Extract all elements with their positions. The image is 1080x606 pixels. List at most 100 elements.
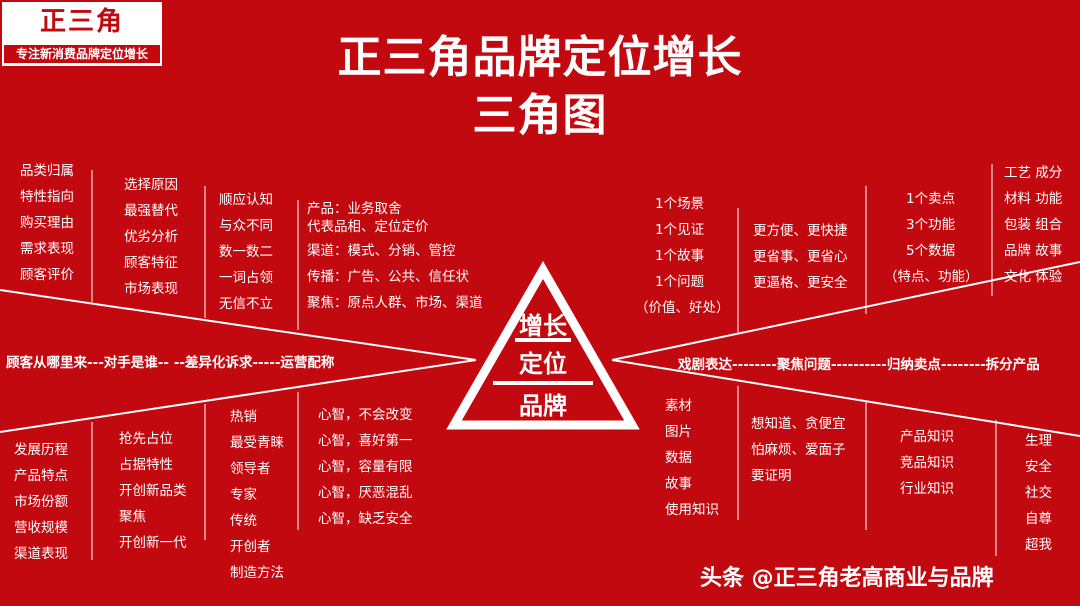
list-item: 更省事、更省心 — [753, 249, 848, 265]
list-item: 心智，容量有限 — [318, 459, 413, 475]
list-item: 传播：广告、公共、信任状 — [307, 269, 469, 285]
list-item: 怕麻烦、爱面子 — [751, 442, 846, 458]
list-item: 占据特性 — [119, 457, 173, 473]
list-item: 市场份额 — [14, 494, 68, 510]
ur-col-product-split: 工艺 成分 材料 功能 包装 组合 品牌 故事 文化 体验 — [1004, 160, 1062, 290]
list-item: 顾客评价 — [20, 267, 74, 283]
list-item: 发展历程 — [14, 442, 68, 458]
list-item: 市场表现 — [124, 281, 178, 297]
list-item: 顾客特征 — [124, 255, 178, 271]
pyramid-label-growth: 增长 — [519, 312, 567, 340]
right-axis-label: 戏剧表达--------聚焦问题----------归纳卖点--------拆分… — [678, 357, 1040, 373]
logo-tagline: 专注新消费品牌定位增长 — [4, 45, 160, 63]
lr-col-dramatic-expression: 素材 图片 数据 故事 使用知识 — [665, 393, 719, 523]
list-item: 专家 — [230, 487, 257, 503]
right-wedge-lower-line — [611, 359, 1080, 437]
list-item: 领导者 — [230, 461, 271, 477]
list-item: 材料 功能 — [1004, 191, 1063, 207]
list-item: 心智，喜好第一 — [318, 433, 413, 449]
page-title-line-1: 正三角品牌定位增长 — [337, 32, 743, 83]
list-item: 更方便、更快捷 — [753, 223, 848, 239]
list-item: 自尊 — [1025, 511, 1052, 527]
list-item: 产品知识 — [900, 429, 954, 445]
list-item: 数一数二 — [219, 244, 273, 260]
list-item: 需求表现 — [20, 241, 74, 257]
ur-col-dramatic-expression: 1个场景 1个见证 1个故事 1个问题 （价值、好处） — [635, 191, 730, 321]
ul-col-customer-origin: 品类归属 特性指向 购买理由 需求表现 顾客评价 — [20, 158, 74, 288]
ll-col-customer-origin: 发展历程 产品特点 市场份额 营收规模 渠道表现 — [14, 437, 68, 567]
list-item: 行业知识 — [900, 481, 954, 497]
list-item: 要证明 — [751, 468, 792, 484]
ul-col-competitor: 选择原因 最强替代 优劣分析 顾客特征 市场表现 — [124, 172, 178, 302]
pyramid-label-brand: 品牌 — [519, 392, 567, 420]
ul-col-differentiation: 顺应认知 与众不同 数一数二 一词占领 无信不立 — [219, 187, 273, 317]
list-item: （特点、功能） — [884, 269, 979, 285]
pyramid-outline — [446, 260, 640, 430]
list-item: 最强替代 — [124, 203, 178, 219]
list-item: 开创者 — [230, 539, 271, 555]
list-item: 竞品知识 — [900, 455, 954, 471]
list-item: 1个卖点 — [906, 191, 956, 207]
list-item: （价值、好处） — [635, 300, 730, 316]
ur-col-selling-points: 1个卖点 3个功能 5个数据 （特点、功能） — [884, 186, 979, 290]
left-wedge-upper-line — [0, 289, 477, 361]
page-title-line-2: 三角图 — [472, 90, 608, 141]
list-item: 1个见证 — [655, 222, 705, 238]
ll-col-competitor: 抢先占位 占据特性 开创新品类 聚焦 开创新一代 — [119, 426, 187, 556]
list-item: 一词占领 — [219, 270, 273, 286]
list-item: 3个功能 — [906, 217, 956, 233]
list-item: 更逼格、更安全 — [753, 275, 848, 291]
list-item: 制造方法 — [230, 565, 284, 581]
list-item: 营收规模 — [14, 520, 68, 536]
list-item: 购买理由 — [20, 215, 74, 231]
list-item: 与众不同 — [219, 218, 273, 234]
list-item: 1个故事 — [655, 248, 705, 264]
list-item: 素材 — [665, 398, 692, 414]
lr-col-product-split: 生理 安全 社交 自尊 超我 — [1025, 428, 1052, 558]
list-item: 安全 — [1025, 459, 1052, 475]
list-item: 5个数据 — [906, 243, 956, 259]
list-item: 选择原因 — [124, 177, 178, 193]
list-item: 文化 体验 — [1004, 269, 1063, 285]
list-item: 最受青睐 — [230, 435, 284, 451]
logo-name: 正三角 — [39, 7, 124, 37]
list-item: 数据 — [665, 450, 692, 466]
list-item: 渠道表现 — [14, 546, 68, 562]
list-item: 生理 — [1025, 433, 1052, 449]
list-item: 心智，缺乏安全 — [318, 511, 413, 527]
ll-col-differentiation: 热销 最受青睐 领导者 专家 传统 开创者 制造方法 — [230, 404, 284, 586]
list-item: 品牌 故事 — [1004, 243, 1063, 259]
list-item: 使用知识 — [665, 502, 719, 518]
list-item: 热销 — [230, 409, 257, 425]
list-item: 品类归属 — [20, 163, 74, 179]
list-item: 顺应认知 — [219, 192, 273, 208]
list-item: 特性指向 — [20, 189, 74, 205]
list-item: 聚焦 — [119, 509, 146, 525]
list-item: 开创新品类 — [119, 483, 187, 499]
lr-col-focus-problem: 想知道、贪便宜 怕麻烦、爱面子 要证明 — [751, 411, 846, 489]
ur-col-focus-problem: 更方便、更快捷 更省事、更省心 更逼格、更安全 — [753, 218, 848, 296]
list-item: 聚焦：原点人群、市场、渠道 — [307, 295, 483, 311]
lr-col-selling-points: 产品知识 竞品知识 行业知识 — [900, 424, 954, 502]
list-item: 优劣分析 — [124, 229, 178, 245]
list-item: 1个问题 — [655, 274, 705, 290]
list-item: 想知道、贪便宜 — [751, 416, 846, 432]
watermark: 头条 @正三角老高商业与品牌 — [700, 566, 994, 591]
list-item: 故事 — [665, 476, 692, 492]
list-item: 1个场景 — [655, 196, 705, 212]
list-item: 心智，厌恶混乱 — [318, 485, 413, 501]
pyramid-label-positioning: 定位 — [519, 350, 567, 378]
list-item: 超我 — [1025, 537, 1052, 553]
list-item: 心智，不会改变 — [318, 407, 413, 423]
left-wedge-lower-line — [0, 359, 477, 433]
list-item: 无信不立 — [219, 296, 273, 312]
list-item: 产品特点 — [14, 468, 68, 484]
left-axis-label: 顾客从哪里来---对手是谁-- --差异化诉求-----运营配称 — [6, 355, 335, 371]
list-item: 开创新一代 — [119, 535, 187, 551]
brand-logo: 正三角 专注新消费品牌定位增长 — [0, 0, 164, 68]
list-item: 代表品相、定位定价 — [307, 219, 429, 235]
list-item: 社交 — [1025, 485, 1052, 501]
ul-col-operations: 产品：业务取舍 代表品相、定位定价 渠道：模式、分销、管控 传播：广告、公共、信… — [307, 200, 483, 320]
list-item: 包装 组合 — [1004, 217, 1063, 233]
